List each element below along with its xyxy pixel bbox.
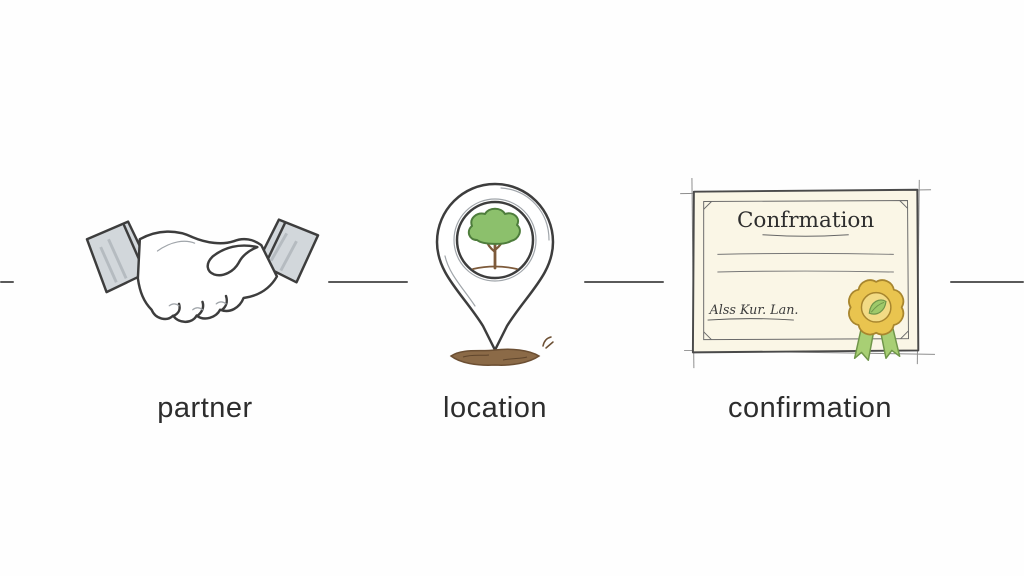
rosette-seal xyxy=(848,279,905,336)
handshake-icon xyxy=(85,218,320,324)
tree xyxy=(467,207,521,270)
certificate-inner-border xyxy=(703,200,909,341)
signature-line xyxy=(707,318,794,321)
certificate-title: Confrmation xyxy=(737,208,874,233)
label-location: location xyxy=(443,392,547,424)
label-confirmation: confirmation xyxy=(728,392,892,424)
location-pin-tree-icon xyxy=(435,182,555,366)
step-location xyxy=(415,176,575,376)
body-lines xyxy=(717,252,894,273)
connector-line xyxy=(328,281,408,283)
clasped-hands xyxy=(136,230,279,324)
title-underline xyxy=(762,234,849,237)
connector-line xyxy=(0,281,14,283)
step-confirmation: Confrmation Alss Kur. Lan. xyxy=(678,176,943,372)
connector-line xyxy=(950,281,1024,283)
certificate-icon: Confrmation Alss Kur. Lan. xyxy=(680,177,935,369)
soil-mound xyxy=(449,336,554,366)
step-partner xyxy=(85,200,320,347)
label-partner: partner xyxy=(157,392,253,424)
connector-line xyxy=(584,281,664,283)
certificate-signature: Alss Kur. Lan. xyxy=(709,303,799,318)
